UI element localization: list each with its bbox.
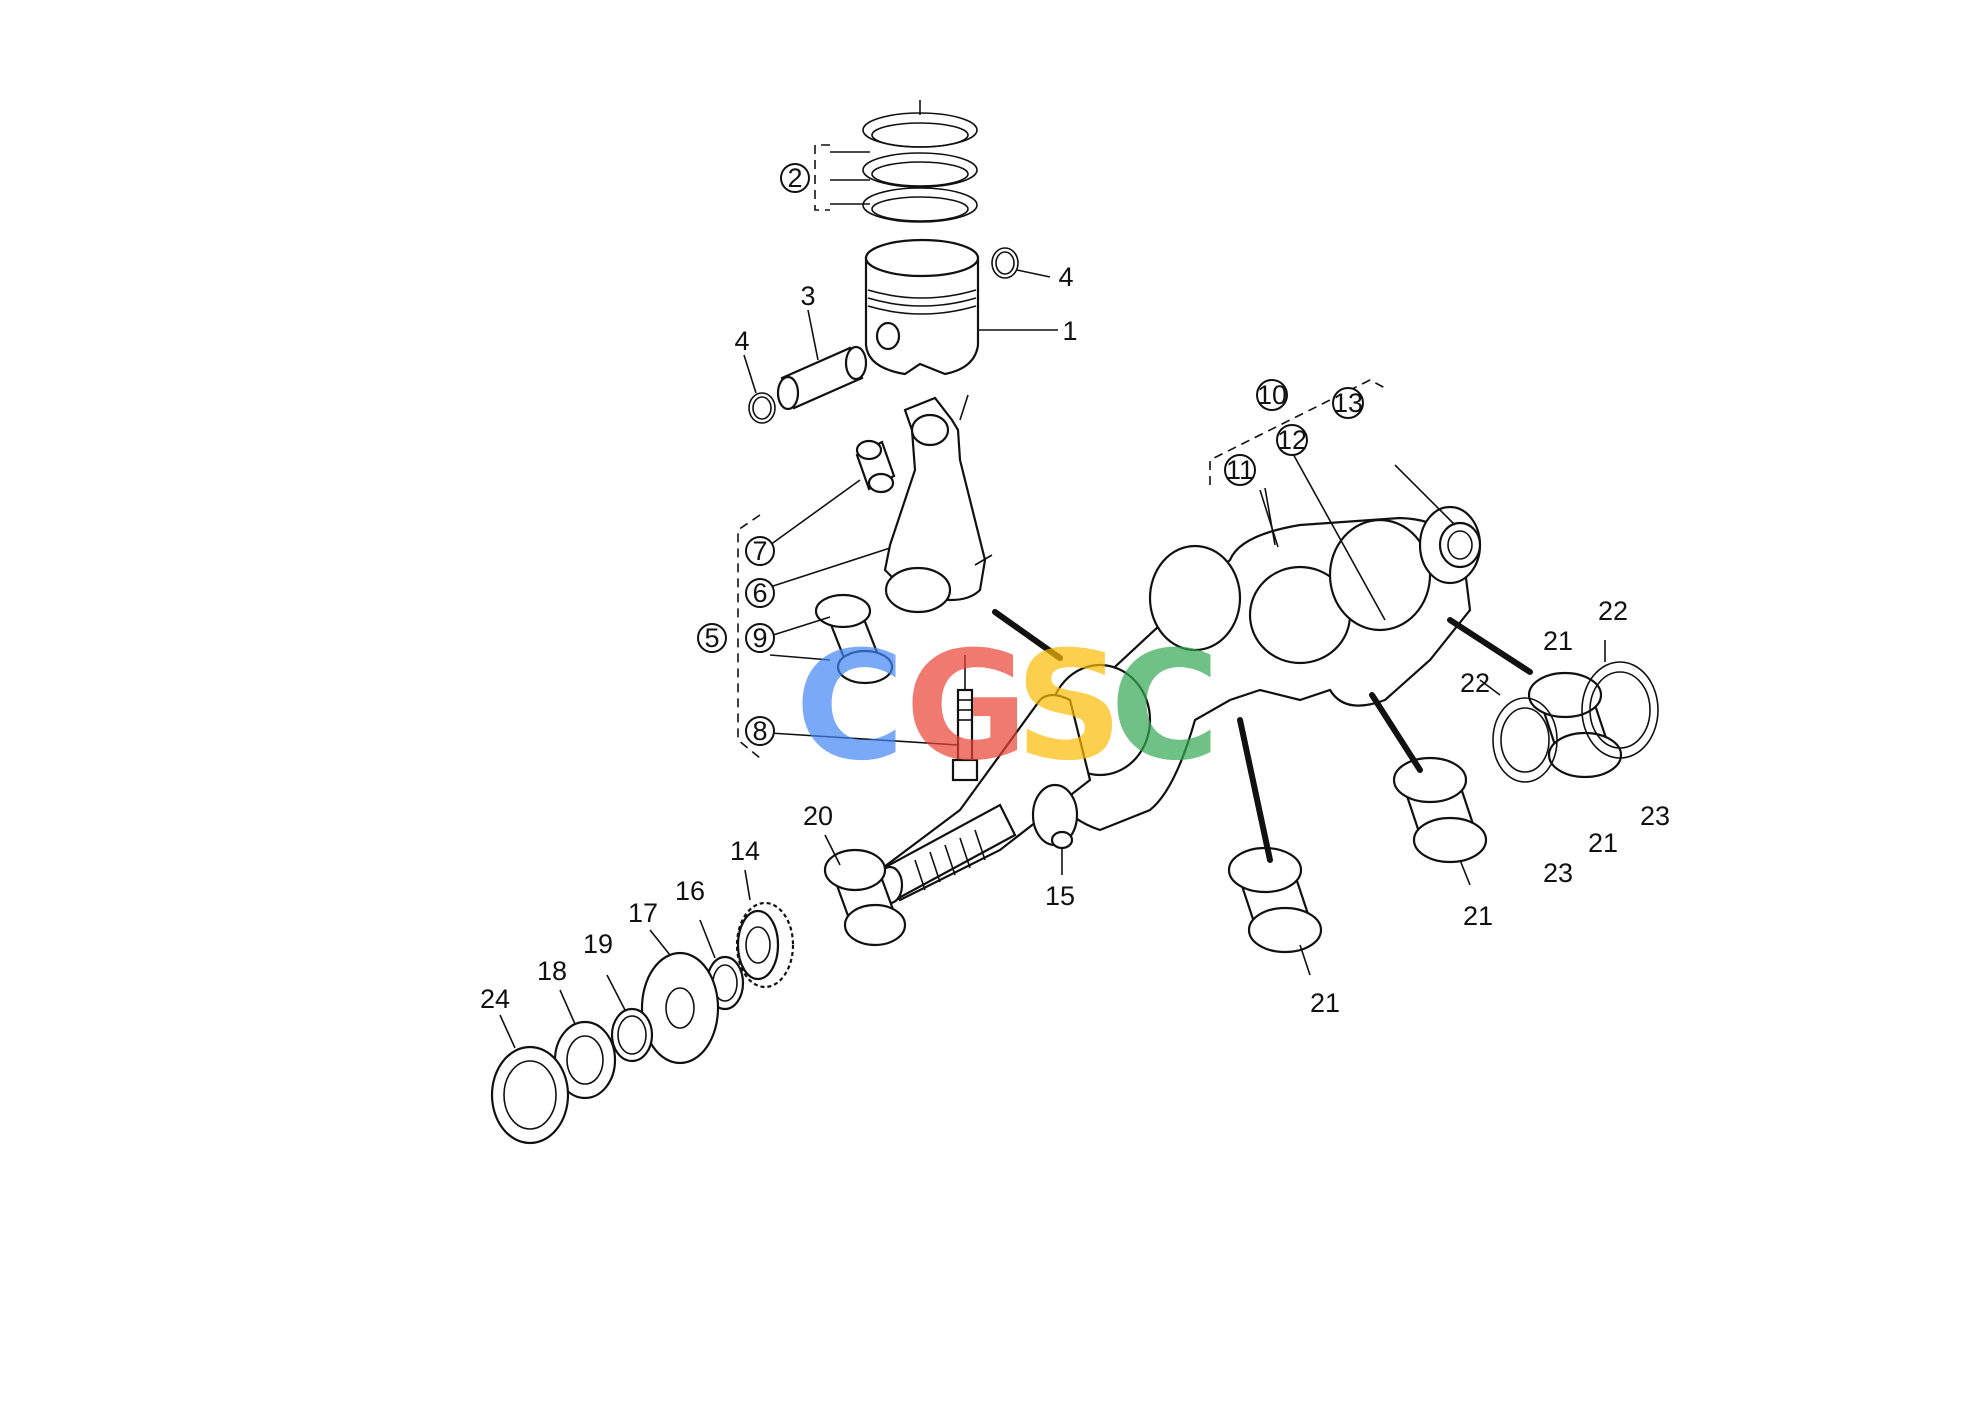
svg-text:21: 21 [1463,901,1493,931]
svg-text:23: 23 [1543,858,1573,888]
callout-14: 14 [730,836,760,866]
svg-text:8: 8 [752,716,767,746]
svg-text:21: 21 [1543,626,1573,656]
callout-18: 18 [537,956,567,986]
callout-17: 17 [628,898,658,928]
snap-ring-right [991,247,1051,279]
svg-text:4: 4 [1058,262,1073,292]
callout-12: 12 [1276,424,1308,456]
callout-5: 5 [697,623,727,653]
svg-text:C: C [795,620,905,794]
svg-text:C: C [1110,620,1220,794]
svg-text:24: 24 [480,984,510,1014]
svg-text:14: 14 [730,836,760,866]
bracket-rings-2 [814,144,830,211]
main-bearing-lower-right [1392,756,1488,886]
callout-10: 10 [1256,379,1288,411]
thrust-plate-17 [640,929,720,1065]
svg-text:S: S [1015,620,1123,794]
piston [864,238,1058,376]
svg-text:16: 16 [675,876,705,906]
callout-21-c: 21 [1588,828,1618,858]
callout-13: 13 [1332,387,1364,419]
main-bearing-lower-left [1227,846,1323,976]
svg-text:5: 5 [704,623,719,653]
callout-21-a: 21 [1310,988,1340,1018]
svg-text:2: 2 [787,163,802,193]
callout-15: 15 [1045,881,1075,911]
svg-text:22: 22 [1598,596,1628,626]
svg-text:7: 7 [752,536,767,566]
callout-7: 7 [745,536,775,566]
thrust-washer-22-right [1581,640,1659,759]
conrod-bolt [951,655,979,782]
svg-text:21: 21 [1310,988,1340,1018]
callout-22-b: 22 [1598,596,1628,626]
svg-text:22: 22 [1460,668,1490,698]
svg-text:10: 10 [1257,380,1287,410]
callout-8: 8 [745,716,775,746]
thrust-washer-22-left [1492,697,1558,783]
svg-text:18: 18 [537,956,567,986]
svg-text:4: 4 [734,326,749,356]
svg-text:6: 6 [752,578,767,608]
callout-16: 16 [675,876,705,906]
svg-text:17: 17 [628,898,658,928]
main-bearing-front-13 [1394,464,1482,569]
callout-20: 20 [803,801,833,831]
callout-23-a: 23 [1543,858,1573,888]
svg-text:1: 1 [1062,316,1077,346]
conrod-bearing-pair [814,593,894,685]
callout-21-d: 21 [1543,626,1573,656]
watermark-logo: C G S C [795,620,1220,794]
svg-text:9: 9 [752,623,767,653]
callout-4-left: 4 [734,326,749,356]
bearing-20 [823,834,907,947]
svg-text:20: 20 [803,801,833,831]
crank-key [1050,830,1074,875]
crank-gear [735,869,795,989]
svg-text:19: 19 [583,929,613,959]
svg-text:21: 21 [1588,828,1618,858]
svg-text:G: G [905,620,1028,794]
svg-text:23: 23 [1640,801,1670,831]
callout-22-a: 22 [1460,668,1490,698]
callout-6: 6 [745,578,775,608]
connecting-rod [883,394,993,614]
callout-3: 3 [800,281,815,311]
callout-11: 11 [1224,454,1256,486]
callout-21-b: 21 [1463,901,1493,931]
conrod-bushing [855,439,896,494]
callout-2: 2 [780,163,810,193]
callout-23-b: 23 [1640,801,1670,831]
o-ring-19 [606,974,654,1063]
svg-text:11: 11 [1226,455,1254,485]
callout-9: 9 [745,623,775,653]
svg-text:12: 12 [1277,425,1307,455]
callout-24: 24 [480,984,510,1014]
svg-text:3: 3 [800,281,815,311]
callout-19: 19 [583,929,613,959]
oil-seal-24 [490,1014,570,1145]
crankshaft [876,489,1482,905]
bracket-crankshaft-10 [1209,379,1386,485]
bushing-18 [553,989,617,1100]
piston-rings [862,100,978,223]
svg-text:15: 15 [1045,881,1075,911]
callout-1: 1 [1062,316,1077,346]
snap-ring-left [743,354,776,424]
callout-4-right: 4 [1058,262,1073,292]
svg-text:13: 13 [1333,388,1363,418]
piston-pin [776,309,868,411]
